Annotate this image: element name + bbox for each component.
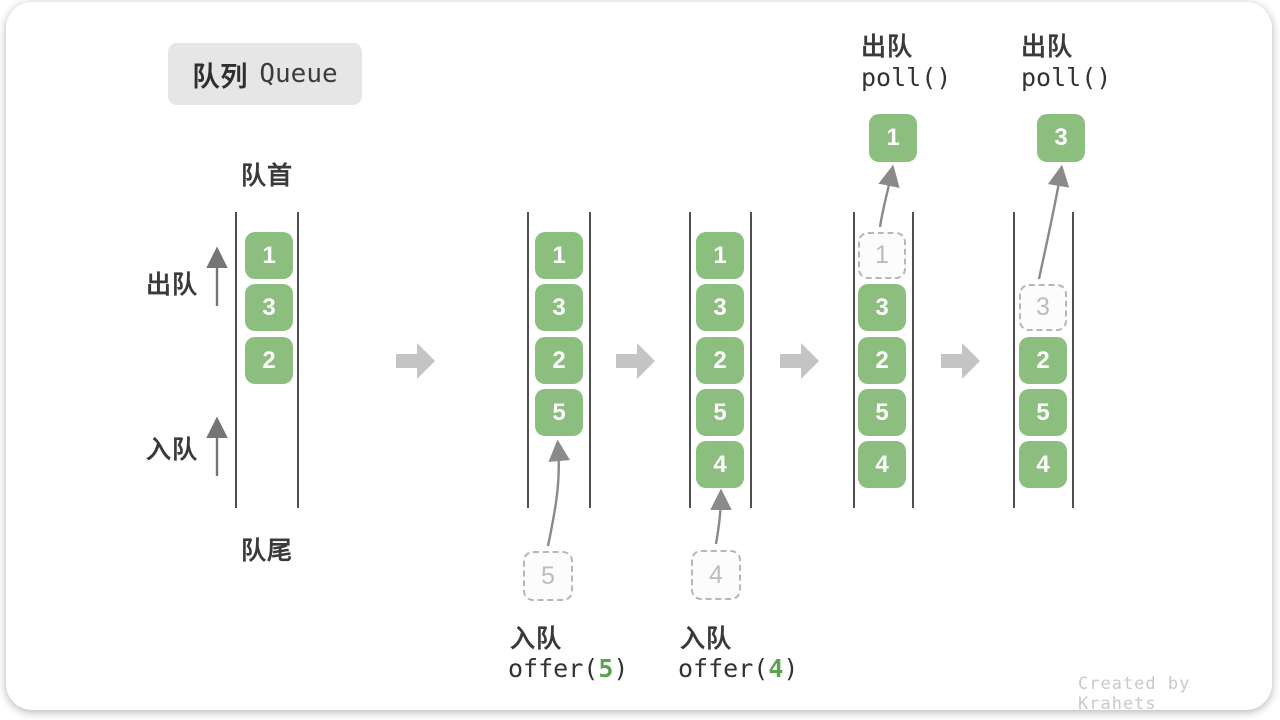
step-arrow-icon xyxy=(941,343,980,379)
step-arrow-icon xyxy=(396,343,435,379)
polled-item: 3 xyxy=(1037,114,1085,162)
queue-item: 1 xyxy=(535,232,583,279)
title-en: Queue xyxy=(259,59,338,89)
queue4-right-wall xyxy=(912,212,914,508)
label-enqueue-side: 入队 xyxy=(146,436,199,464)
queue-item: 2 xyxy=(1019,337,1067,384)
enqueue-op-label: 入队 xyxy=(510,625,563,653)
queue-item: 4 xyxy=(1019,441,1067,488)
queue-item: 4 xyxy=(696,441,744,488)
queue3-right-wall xyxy=(750,212,752,508)
queue-item: 2 xyxy=(858,337,906,384)
queue-item-removed: 1 xyxy=(858,232,906,279)
label-queue-front: 队首 xyxy=(241,162,294,190)
queue4-left-wall xyxy=(853,212,855,508)
watermark: Created by Krahets xyxy=(1078,674,1191,714)
enqueue-pending-item: 5 xyxy=(523,551,573,601)
queue-item: 1 xyxy=(245,232,293,279)
code-prefix: offer( xyxy=(678,654,769,683)
dequeue-op-label: 出队 xyxy=(861,33,914,61)
queue-item: 3 xyxy=(535,284,583,331)
queue3-left-wall xyxy=(689,212,691,508)
queue-item: 2 xyxy=(535,337,583,384)
code-suffix: ) xyxy=(613,654,629,683)
queue5-left-wall xyxy=(1013,212,1015,508)
dequeue-op-label: 出队 xyxy=(1021,33,1074,61)
dequeue-op-code: poll() xyxy=(861,63,952,92)
queue2-left-wall xyxy=(527,212,529,508)
enqueue-op-code: offer(4) xyxy=(678,654,798,683)
queue-item: 5 xyxy=(696,389,744,436)
queue5-right-wall xyxy=(1072,212,1074,508)
enqueue-op-code: offer(5) xyxy=(508,654,628,683)
queue-item: 5 xyxy=(858,389,906,436)
queue-item: 1 xyxy=(696,232,744,279)
queue2-right-wall xyxy=(589,212,591,508)
queue-item: 4 xyxy=(858,441,906,488)
queue-item: 3 xyxy=(858,284,906,331)
code-arg: 5 xyxy=(598,654,614,683)
code-prefix: offer( xyxy=(508,654,599,683)
queue-item: 3 xyxy=(245,284,293,331)
enqueue-op-label: 入队 xyxy=(680,625,733,653)
queue1-left-wall xyxy=(235,212,237,508)
label-dequeue-side: 出队 xyxy=(146,271,199,299)
dequeue-op-code: poll() xyxy=(1021,63,1112,92)
title-zh: 队列 xyxy=(192,61,249,92)
queue-item-removed: 3 xyxy=(1019,284,1067,331)
step-arrow-icon xyxy=(780,343,819,379)
code-suffix: ) xyxy=(783,654,799,683)
polled-item: 1 xyxy=(869,114,917,162)
queue-item: 2 xyxy=(696,337,744,384)
queue-item: 3 xyxy=(696,284,744,331)
queue-item: 2 xyxy=(245,337,293,384)
title-badge: 队列 Queue xyxy=(168,43,362,105)
enqueue-pending-item: 4 xyxy=(691,550,741,600)
queue-item: 5 xyxy=(1019,389,1067,436)
label-queue-rear: 队尾 xyxy=(241,537,294,565)
step-arrow-icon xyxy=(616,343,655,379)
queue-item: 5 xyxy=(535,389,583,436)
queue1-right-wall xyxy=(297,212,299,508)
code-arg: 4 xyxy=(768,654,784,683)
